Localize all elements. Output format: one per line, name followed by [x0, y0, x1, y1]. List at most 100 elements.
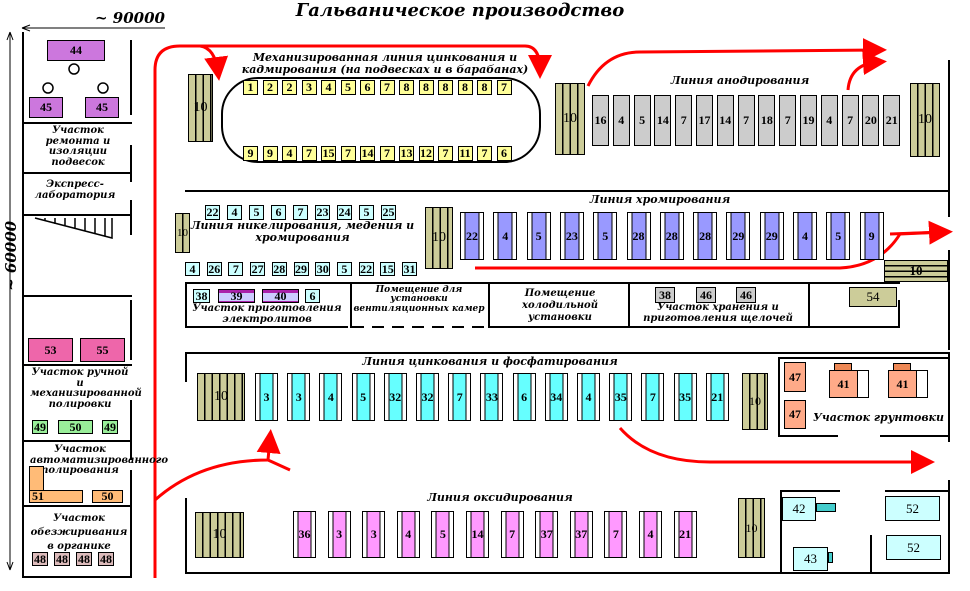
dashed-wall [412, 326, 424, 328]
priming-label: Участок грунтовки [813, 411, 944, 424]
chrome-tank: 28 [693, 212, 718, 260]
oxid-tank: 4 [396, 511, 420, 558]
wall [185, 282, 900, 284]
chrome-tank: 4 [793, 212, 817, 260]
nickel-tank: 4 [227, 205, 242, 220]
oxid-tank: 3 [362, 511, 386, 558]
equipment-49: 49 [32, 419, 48, 434]
equipment-50: 50 [92, 489, 123, 503]
unit-42-connector [816, 503, 836, 512]
equipment-48: 48 [98, 551, 114, 566]
nickel-line-label: Линия никелирования, медения и хромирова… [190, 219, 415, 244]
wall [185, 326, 348, 328]
equipment-43: 43 [793, 547, 828, 571]
wall [948, 480, 950, 574]
wall [350, 282, 352, 328]
rack-10: 10 [425, 207, 453, 269]
wall [780, 490, 782, 574]
anod-tank: 14 [716, 95, 734, 146]
wall [185, 498, 187, 574]
wall [22, 32, 24, 578]
wall [185, 572, 950, 574]
equipment-40: 40 [262, 289, 299, 303]
mech-tank: 4 [282, 146, 297, 161]
zinc-tank: 34 [544, 373, 568, 421]
rack-10: 10 [175, 213, 190, 253]
anod-tank: 4 [612, 95, 630, 146]
dashed-wall [392, 326, 404, 328]
ventilation-room-label: Помещение для установки вентиляционных к… [353, 285, 485, 314]
width-dimension: ~ 90000 [95, 9, 165, 27]
wall [778, 357, 780, 437]
nickel-tank: 7 [228, 262, 244, 276]
auto-polish-label: Участок автоматизированного полирования [30, 444, 169, 476]
degreasing-label: Участок обезжиривания в органике [30, 513, 128, 552]
nickel-tank: 25 [381, 205, 396, 220]
equipment-44: 44 [47, 40, 105, 61]
zinc-tank: 35 [673, 373, 697, 421]
wall [488, 282, 490, 328]
wall [185, 352, 950, 354]
anod-tank: 7 [737, 95, 755, 146]
chrome-tank: 28 [659, 212, 684, 260]
equipment-47: 47 [784, 400, 806, 429]
wall [898, 300, 900, 328]
equipment-45: 45 [85, 97, 119, 118]
mech-tank: 2 [262, 80, 278, 95]
wall [130, 470, 132, 578]
mech-tank: 6 [496, 146, 512, 161]
wall [185, 190, 950, 192]
mech-tank: 8 [399, 80, 414, 95]
wall [948, 60, 950, 190]
nickel-tank: 24 [337, 205, 352, 220]
nickel-tank: 5 [249, 205, 264, 220]
anod-tank: 7 [841, 95, 859, 146]
wall [22, 295, 132, 297]
mech-tank: 7 [496, 80, 512, 95]
mech-tank: 15 [321, 146, 336, 161]
zinc-tank: 3 [287, 373, 311, 421]
mech-line-label: Механизированная линия цинкования и кадм… [241, 51, 529, 76]
anod-tank: 20 [862, 95, 880, 146]
chrome-tank: 22 [460, 212, 484, 260]
zinc-tank: 33 [480, 373, 504, 421]
mech-tank: 7 [379, 146, 395, 161]
wall [778, 435, 838, 437]
unit-41-side [916, 370, 928, 398]
wall [130, 145, 132, 182]
anod-tank: 5 [633, 95, 651, 146]
mech-tank: 14 [360, 146, 375, 161]
zinc-tank: 6 [512, 373, 536, 421]
anod-tank: 4 [820, 95, 838, 146]
equipment-52: 52 [886, 535, 941, 560]
stair-hatch [34, 217, 113, 239]
rack-10: 10 [910, 83, 940, 157]
oxid-tank: 21 [673, 511, 697, 558]
repair-area-label: Участок ремонта и изоляции подвесок [45, 125, 111, 168]
equipment-41: 41 [829, 370, 858, 398]
oxid-tank: 7 [604, 511, 628, 558]
dashed-wall [372, 326, 384, 328]
rack-10: 10 [742, 373, 768, 430]
mech-tank: 8 [418, 80, 434, 95]
electrolytes-room-label: Участок приготовления электролитов [192, 303, 342, 325]
wall [22, 122, 132, 124]
equipment-38: 38 [193, 289, 210, 303]
chrome-tank: 28 [626, 212, 651, 260]
nickel-tank: 27 [250, 261, 266, 276]
equipment-48: 48 [54, 551, 70, 566]
equipment-6: 6 [305, 289, 320, 303]
nickel-tank: 6 [271, 205, 286, 220]
wall [130, 40, 132, 115]
oxid-tank: 4 [639, 511, 662, 558]
wall [880, 435, 950, 437]
zinc-entry-arrow [154, 429, 281, 502]
manual-polish-label: Участок ручной и механизированной полиро… [30, 367, 142, 410]
wall [780, 490, 840, 492]
rack-10: 10 [188, 74, 213, 142]
anod-tank: 21 [883, 95, 901, 146]
wall [185, 282, 187, 328]
equipment-53: 53 [28, 338, 73, 362]
mech-tank: 9 [243, 146, 258, 161]
wall [130, 200, 132, 235]
